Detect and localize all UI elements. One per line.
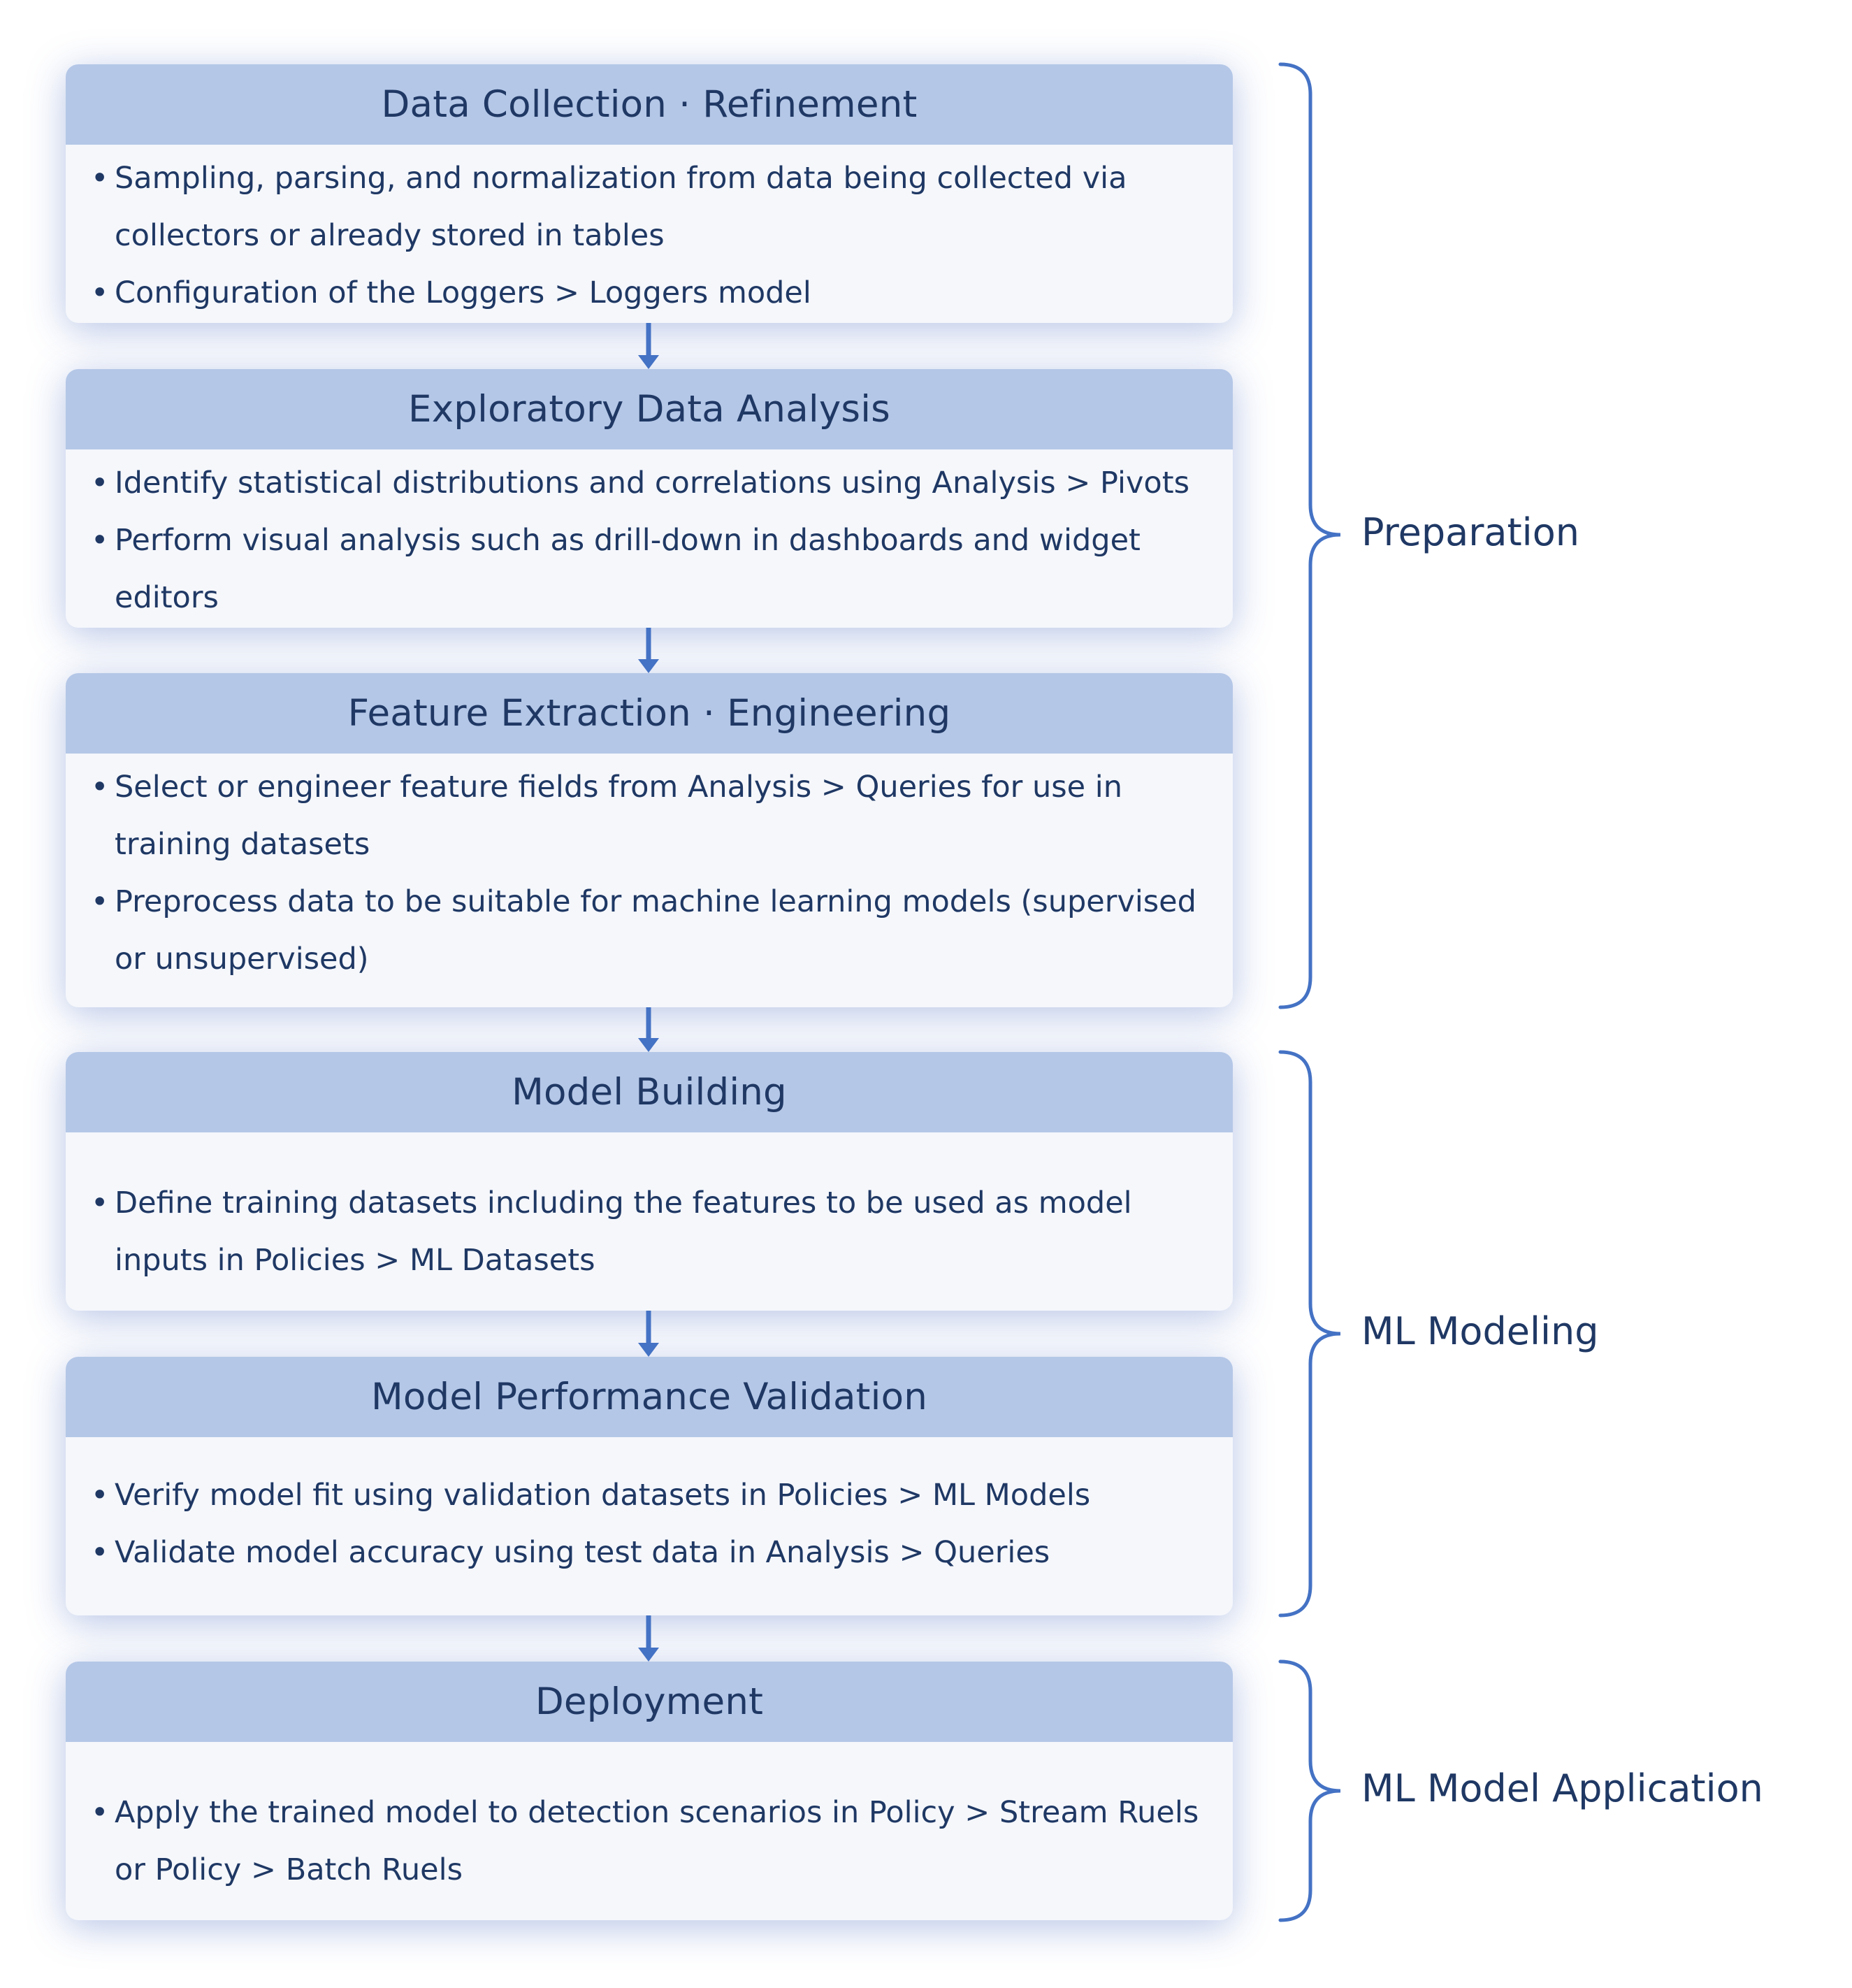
bullet-item: •Validate model accuracy using test data… (91, 1524, 1205, 1581)
step-card-exploratory-analysis: Exploratory Data Analysis •Identify stat… (66, 369, 1233, 628)
phase-label-preparation: Preparation (1361, 510, 1579, 554)
step-body: •Select or engineer feature fields from … (66, 754, 1233, 988)
bullet-list: •Verify model fit using validation datas… (91, 1467, 1205, 1581)
bullet-marker: • (91, 1535, 109, 1570)
arrowhead-icon (638, 1343, 659, 1357)
step-card-deployment: Deployment •Apply the trained model to d… (66, 1662, 1233, 1920)
step-body: •Verify model fit using validation datas… (66, 1437, 1233, 1581)
step-title: Deployment (66, 1662, 1233, 1742)
step-title: Exploratory Data Analysis (66, 369, 1233, 449)
step-card-model-validation: Model Performance Validation •Verify mod… (66, 1357, 1233, 1615)
arrowhead-icon (638, 1038, 659, 1052)
bullet-list: •Identify statistical distributions and … (91, 454, 1205, 626)
bullet-text: Define training datasets including the f… (115, 1186, 1132, 1278)
bullet-item: •Verify model fit using validation datas… (91, 1467, 1205, 1524)
bullet-marker: • (91, 466, 109, 500)
step-card-feature-extraction: Feature Extraction · Engineering •Select… (66, 673, 1233, 1007)
bullet-text: Validate model accuracy using test data … (115, 1535, 1050, 1570)
bullet-text: Verify model fit using validation datase… (115, 1478, 1091, 1513)
bullet-list: •Sampling, parsing, and normalization fr… (91, 150, 1205, 322)
bullet-list: •Select or engineer feature fields from … (91, 758, 1205, 988)
brace-preparation-icon (1278, 62, 1341, 1009)
bullet-item: •Preprocess data to be suitable for mach… (91, 873, 1205, 988)
bullet-marker: • (91, 1795, 109, 1830)
bullet-text: Apply the trained model to detection sce… (115, 1795, 1199, 1887)
step-card-data-collection: Data Collection · Refinement •Sampling, … (66, 64, 1233, 323)
bullet-item: •Perform visual analysis such as drill-d… (91, 512, 1205, 626)
step-title: Feature Extraction · Engineering (66, 673, 1233, 754)
bullet-item: •Define training datasets including the … (91, 1174, 1205, 1289)
bullet-item: •Sampling, parsing, and normalization fr… (91, 150, 1205, 264)
bullet-text: Identify statistical distributions and c… (115, 466, 1190, 500)
brace-ml-modeling-icon (1278, 1050, 1341, 1618)
bullet-marker: • (91, 1186, 109, 1220)
bullet-text: Preprocess data to be suitable for machi… (115, 884, 1196, 977)
phase-label-ml-model-application: ML Model Application (1361, 1766, 1763, 1810)
step-body: •Apply the trained model to detection sc… (66, 1742, 1233, 1899)
step-body: •Sampling, parsing, and normalization fr… (66, 145, 1233, 322)
step-body: •Identify statistical distributions and … (66, 449, 1233, 626)
arrowhead-icon (638, 1648, 659, 1662)
phase-label-ml-modeling: ML Modeling (1361, 1309, 1599, 1353)
bullet-text: Configuration of the Loggers > Loggers m… (115, 275, 811, 310)
bullet-text: Sampling, parsing, and normalization fro… (115, 161, 1127, 253)
phase-braces (1278, 62, 1341, 1922)
bullet-marker: • (91, 770, 109, 805)
brace-ml-model-application-icon (1278, 1659, 1341, 1922)
bullet-marker: • (91, 1478, 109, 1513)
bullet-marker: • (91, 523, 109, 558)
arrowhead-icon (638, 659, 659, 673)
step-title: Data Collection · Refinement (66, 64, 1233, 145)
step-title: Model Performance Validation (66, 1357, 1233, 1437)
bullet-item: •Apply the trained model to detection sc… (91, 1784, 1205, 1899)
bullet-list: •Define training datasets including the … (91, 1174, 1205, 1289)
step-body: •Define training datasets including the … (66, 1132, 1233, 1289)
bullet-text: Select or engineer feature fields from A… (115, 770, 1122, 862)
step-card-model-building: Model Building •Define training datasets… (66, 1052, 1233, 1311)
bullet-marker: • (91, 884, 109, 919)
bullet-text: Perform visual analysis such as drill-do… (115, 523, 1141, 615)
bullet-item: •Select or engineer feature fields from … (91, 758, 1205, 873)
bullet-list: •Apply the trained model to detection sc… (91, 1784, 1205, 1899)
step-title: Model Building (66, 1052, 1233, 1132)
arrowhead-icon (638, 355, 659, 369)
bullet-marker: • (91, 275, 109, 310)
bullet-item: •Configuration of the Loggers > Loggers … (91, 264, 1205, 322)
bullet-marker: • (91, 161, 109, 196)
bullet-item: •Identify statistical distributions and … (91, 454, 1205, 512)
